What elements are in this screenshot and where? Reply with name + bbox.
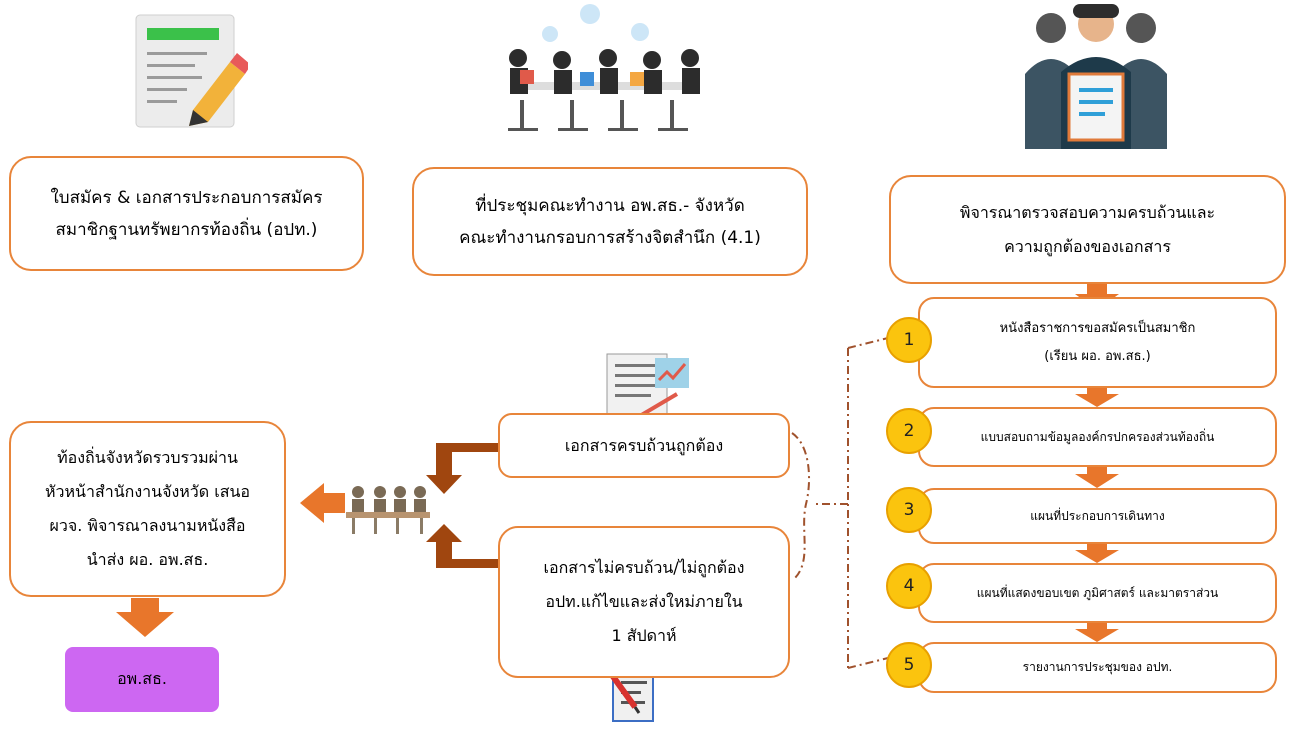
- step-number-5: 5: [886, 642, 932, 688]
- step-number-2: 2: [886, 408, 932, 454]
- incomplete-line-1: เอกสารไม่ครบถ้วน/ไม่ถูกต้อง: [543, 558, 745, 577]
- review-line-2: ความถูกต้องของเอกสาร: [1004, 236, 1171, 256]
- submission-line-1: ท้องถิ่นจังหวัดรวบรวมผ่าน: [57, 448, 238, 467]
- step-box-2: แบบสอบถามข้อมูลองค์กรปกครองส่วนท้องถิ่น: [918, 407, 1277, 467]
- complete-documents-label: เอกสารครบถ้วนถูกต้อง: [564, 435, 724, 455]
- step-box-1: หนังสือราชการขอสมัครเป็นสมาชิก (เรียน ผอ…: [918, 297, 1277, 388]
- bent-arrow-upper: [426, 443, 498, 494]
- document-edit-icon: [135, 14, 248, 128]
- step-2-line-1: แบบสอบถามข้อมูลองค์กรปกครองส่วนท้องถิ่น: [980, 429, 1215, 444]
- application-line-2: สมาชิกฐานทรัพยากรท้องถิ่น (อปท.): [55, 219, 318, 240]
- step-box-4: แผนที่แสดงขอบเขต ภูมิศาสตร์ และมาตราส่วน: [918, 563, 1277, 623]
- application-box: ใบสมัคร & เอกสารประกอบการสมัคร สมาชิกฐาน…: [9, 156, 364, 271]
- arrow-down-left: [116, 598, 174, 637]
- down-arrows: [116, 283, 1119, 642]
- step-5-line-1: รายงานการประชุมของ อปท.: [1022, 660, 1173, 674]
- steps-bracket: [791, 337, 889, 669]
- complete-documents-box: เอกสารครบถ้วนถูกต้อง: [498, 413, 790, 478]
- provincial-submission-box: ท้องถิ่นจังหวัดรวบรวมผ่าน หัวหน้าสำนักงา…: [9, 421, 286, 597]
- arrow-down-3: [1075, 543, 1119, 563]
- step-number-3: 3: [886, 487, 932, 533]
- step-4-line-1: แผนที่แสดงขอบเขต ภูมิศาสตร์ และมาตราส่วน: [976, 585, 1219, 600]
- step-box-5: รายงานการประชุมของ อปท.: [918, 642, 1277, 693]
- incomplete-line-3: 1 สัปดาห์: [611, 626, 677, 645]
- bent-arrow-lower: [426, 524, 498, 568]
- submission-line-4: นำส่ง ผอ. อพ.สธ.: [86, 550, 209, 569]
- review-box: พิจารณาตรวจสอบความครบถ้วนและ ความถูกต้อง…: [889, 175, 1286, 284]
- submission-line-2: หัวหน้าสำนักงานจังหวัด เสนอ: [44, 482, 251, 501]
- arrow-down-4: [1075, 622, 1119, 642]
- final-destination-box: อพ.สธ.: [65, 647, 219, 712]
- arrow-down-0: [1075, 283, 1119, 310]
- document-review-icon: [1025, 4, 1167, 149]
- step-3-line-1: แผนที่ประกอบการเดินทาง: [1030, 508, 1165, 523]
- step-1-line-2: (เรียน ผอ. อพ.สธ.): [1044, 348, 1151, 364]
- meeting-table-icon: [346, 486, 430, 534]
- step-number-1: 1: [886, 317, 932, 363]
- meeting-people-icon: [508, 4, 700, 131]
- review-line-1: พิจารณาตรวจสอบความครบถ้วนและ: [959, 202, 1216, 222]
- meeting-box: ที่ประชุมคณะทำงาน อพ.สธ.- จังหวัด คณะทำง…: [412, 167, 808, 276]
- step-number-4: 4: [886, 563, 932, 609]
- meeting-line-2: คณะทำงานกรอบการสร้างจิตสำนึก (4.1): [459, 227, 761, 248]
- step-1-line-1: หนังสือราชการขอสมัครเป็นสมาชิก: [999, 320, 1196, 336]
- arrow-left-main: [300, 483, 345, 523]
- meeting-line-1: ที่ประชุมคณะทำงาน อพ.สธ.- จังหวัด: [475, 195, 745, 216]
- arrow-down-2: [1075, 467, 1119, 488]
- bent-arrows: [426, 443, 498, 568]
- incomplete-documents-box: เอกสารไม่ครบถ้วน/ไม่ถูกต้อง อปท.แก้ไขและ…: [498, 526, 790, 678]
- submission-line-3: ผวจ. พิจารณาลงนามหนังสือ: [49, 516, 246, 535]
- step-box-3: แผนที่ประกอบการเดินทาง: [918, 488, 1277, 544]
- incomplete-line-2: อปท.แก้ไขและส่งใหม่ภายใน: [545, 592, 743, 611]
- arrow-down-1: [1075, 387, 1119, 407]
- application-line-1: ใบสมัคร & เอกสารประกอบการสมัคร: [50, 187, 323, 208]
